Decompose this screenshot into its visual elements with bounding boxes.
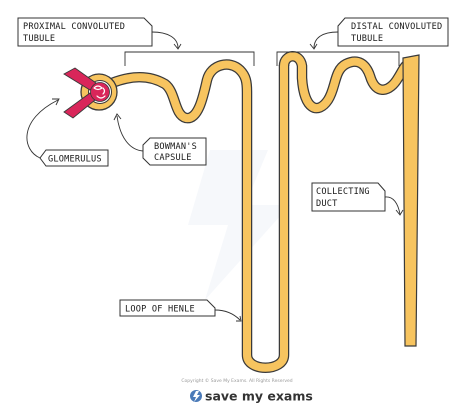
distal-label-line1: DISTAL CONVOLUTED	[351, 22, 442, 32]
distal-arrow	[313, 31, 339, 49]
loop-label: LOOP OF HENLE	[125, 305, 195, 315]
brand-name: save my exams	[205, 389, 313, 404]
proximal-label-line1: PROXIMAL CONVOLUTED	[23, 22, 125, 32]
label-collecting-duct: COLLECTING DUCT	[311, 182, 386, 212]
collecting-label-line1: COLLECTING	[316, 187, 370, 197]
collecting-duct	[402, 54, 420, 347]
bowmans-arrow	[116, 115, 144, 152]
label-distal-convoluted-tubule: DISTAL CONVOLUTED TUBULE	[337, 17, 449, 47]
bowmans-label-line1: BOWMAN'S	[154, 142, 197, 152]
collecting-arrowhead	[395, 209, 404, 216]
bowmans-label-line2: CAPSULE	[154, 153, 192, 163]
bolt-icon	[188, 150, 290, 300]
glomerulus	[63, 67, 110, 119]
copyright-text: Copyright © Save My Exams. All Rights Re…	[181, 377, 292, 384]
label-loop-of-henle: LOOP OF HENLE	[119, 299, 216, 317]
proximal-tubule-and-loop	[110, 59, 290, 373]
proximal-arrowhead	[173, 43, 182, 50]
label-bowmans-capsule: BOWMAN'S CAPSULE	[142, 137, 207, 166]
proximal-bracket	[124, 51, 255, 66]
distal-bracket	[276, 51, 400, 66]
distal-arrowhead	[309, 43, 318, 50]
glomerulus-arrow	[26, 99, 59, 159]
bowmans-arrowhead	[113, 113, 122, 121]
glomerulus-label: GLOMERULUS	[48, 155, 102, 165]
collecting-arrow	[384, 196, 401, 215]
proximal-label-line2: TUBULE	[23, 34, 55, 44]
distal-tubule	[278, 51, 411, 114]
distal-label-line2: TUBULE	[351, 34, 383, 44]
brand-bolt-icon	[190, 390, 202, 402]
label-glomerulus: GLOMERULUS	[39, 149, 109, 167]
label-proximal-convoluted-tubule: PROXIMAL CONVOLUTED TUBULE	[17, 17, 153, 47]
collecting-label-line2: DUCT	[316, 199, 338, 209]
loop-arrow	[214, 309, 241, 321]
loop-arrowhead	[236, 315, 242, 322]
glomerulus-arrowhead	[52, 98, 60, 106]
proximal-arrow	[151, 31, 179, 49]
